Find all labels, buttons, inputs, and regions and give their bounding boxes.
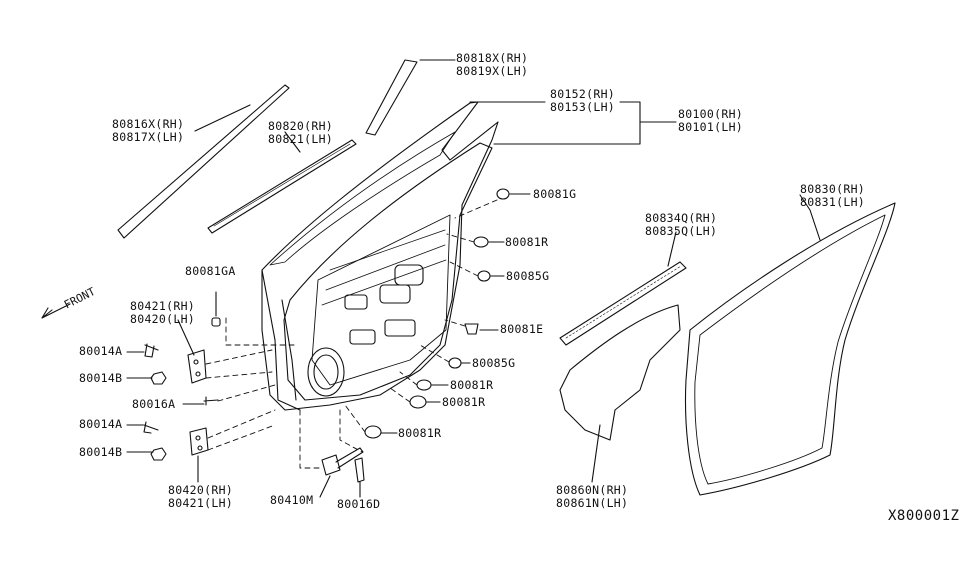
callout-80081e: 80081E	[500, 323, 543, 336]
callout-line: 80101(LH)	[678, 120, 744, 134]
bolt-80016d	[354, 457, 365, 483]
callout-80818: 80818X(RH)80819X(LH)	[456, 52, 528, 78]
door-inner-frame	[283, 142, 493, 401]
callout-line: 80860N(RH)	[556, 483, 629, 497]
callout-line: 80014A	[79, 344, 123, 358]
callout-80014b-1: 80014B	[79, 372, 122, 385]
callout-line: 80818X(RH)	[456, 51, 529, 65]
callout-80016d: 80016D	[337, 498, 380, 511]
nut-80014b-1	[150, 371, 167, 385]
hinge-lower	[189, 427, 209, 456]
callout-line: 80821(LH)	[268, 132, 334, 146]
diagram-reference-code: X800001Z	[888, 508, 960, 524]
callout-line: 80410M	[270, 493, 314, 507]
hinge-upper	[187, 349, 207, 384]
callout-80081g: 80081G	[533, 188, 576, 201]
callout-line: 80152(RH)	[550, 87, 616, 101]
callout-80410m: 80410M	[270, 494, 313, 507]
callout-line: 80831(LH)	[800, 195, 866, 209]
outer-moulding-strip	[117, 84, 290, 239]
callout-80830: 80830(RH)80831(LH)	[800, 183, 865, 209]
callout-line: 80081E	[500, 322, 544, 336]
callout-80081r-3: 80081R	[442, 396, 485, 409]
clip-80081g	[496, 188, 510, 200]
callout-line: 80420(RH)	[168, 483, 234, 497]
callout-line: 80835Q(LH)	[645, 224, 718, 238]
callout-line: 80081R	[442, 395, 486, 409]
plug-80081r-1	[473, 236, 489, 248]
callout-80816: 80816X(RH)80817X(LH)	[112, 118, 184, 144]
door-check	[321, 447, 364, 476]
callout-line: 80830(RH)	[800, 182, 866, 196]
callout-line: 80081GA	[185, 264, 236, 278]
callout-line: 80081R	[505, 235, 549, 249]
callout-80085g-1: 80085G	[506, 270, 549, 283]
callout-line: 80085G	[472, 356, 516, 370]
callout-line: 80421(RH)	[130, 299, 196, 313]
callout-line: 80085G	[506, 269, 550, 283]
callout-80860: 80860N(RH)80861N(LH)	[556, 484, 628, 510]
callout-line: 80819X(LH)	[456, 64, 529, 78]
callout-line: 80420(LH)	[130, 312, 196, 326]
callout-80420: 80420(RH)80421(LH)	[168, 484, 233, 510]
callout-line: 80081R	[450, 378, 494, 392]
door-outer-panel	[261, 101, 499, 411]
nut-80014b-2	[150, 447, 167, 461]
callout-80014a-2: 80014A	[79, 418, 122, 431]
callout-80100: 80100(RH)80101(LH)	[678, 108, 743, 134]
callout-80085g-2: 80085G	[472, 357, 515, 370]
callout-line: 80100(RH)	[678, 107, 744, 121]
clip-80081e	[464, 323, 479, 335]
plug-80085g-2	[448, 357, 462, 369]
door-sealing-screen	[559, 304, 681, 441]
plug-80081r-2	[416, 379, 432, 391]
callout-line: 80014B	[79, 371, 123, 385]
callout-line: 80817X(LH)	[112, 130, 185, 144]
bolt-80016a	[203, 396, 219, 406]
plug-80081r-4	[364, 425, 382, 439]
plug-80085g-1	[477, 270, 491, 282]
clip-80081ga	[211, 317, 221, 327]
callout-80081r-4: 80081R	[398, 427, 441, 440]
callout-80081r-2: 80081R	[450, 379, 493, 392]
callout-line: 80816X(RH)	[112, 117, 185, 131]
callout-line: 80834Q(RH)	[645, 211, 718, 225]
callout-line: 80153(LH)	[550, 100, 616, 114]
callout-line: 80014A	[79, 417, 123, 431]
callout-line: 80014B	[79, 445, 123, 459]
callout-80820: 80820(RH)80821(LH)	[268, 120, 333, 146]
speaker-opening	[307, 347, 345, 397]
callout-line: 80016A	[132, 397, 176, 411]
callout-80421: 80421(RH)80420(LH)	[130, 300, 195, 326]
bolt-80014a-1	[144, 343, 159, 358]
callout-80081r-1: 80081R	[505, 236, 548, 249]
plug-80081r-3	[409, 395, 427, 409]
front-arrow	[41, 303, 71, 319]
inner-weatherstrip	[207, 139, 357, 234]
callout-line: 80820(RH)	[268, 119, 334, 133]
callout-80016a: 80016A	[132, 398, 175, 411]
callout-line: 80081G	[533, 187, 577, 201]
callout-80014b-2: 80014B	[79, 446, 122, 459]
callout-line: 80081R	[398, 426, 442, 440]
sash-moulding	[365, 59, 418, 136]
callout-line: 80861N(LH)	[556, 496, 629, 510]
inner-belt-weatherstrip	[559, 261, 687, 346]
callout-line: 80016D	[337, 497, 381, 511]
callout-80834: 80834Q(RH)80835Q(LH)	[645, 212, 717, 238]
door-weatherstrip	[684, 202, 896, 496]
callout-80152: 80152(RH)80153(LH)	[550, 88, 615, 114]
callout-line: 80421(LH)	[168, 496, 234, 510]
callout-80014a-1: 80014A	[79, 345, 122, 358]
callout-80081ga: 80081GA	[185, 265, 236, 278]
bolt-80014a-2	[143, 421, 159, 434]
